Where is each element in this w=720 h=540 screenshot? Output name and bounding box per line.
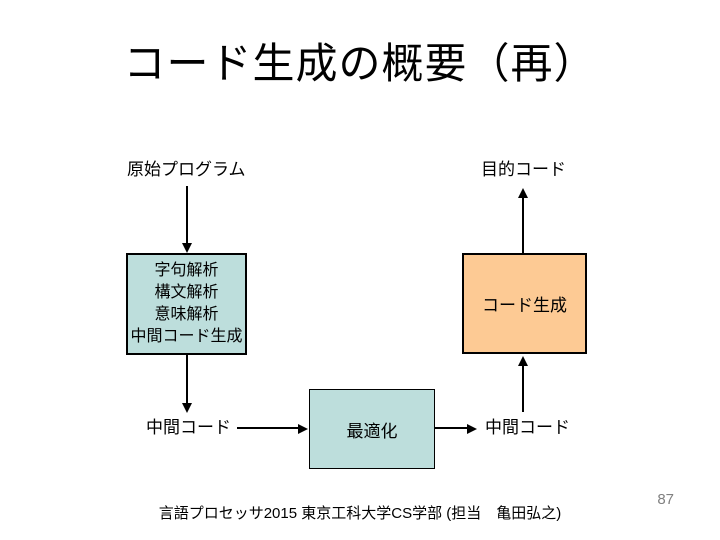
arrowhead-right-icon bbox=[467, 424, 477, 434]
label-target-code: 目的コード bbox=[481, 160, 566, 179]
page-number: 87 bbox=[657, 491, 674, 508]
label-source-program: 原始プログラム bbox=[127, 160, 246, 179]
arrow-frontend-to-intermediate bbox=[186, 355, 188, 404]
arrow-optimizer-to-intermediate bbox=[435, 427, 468, 429]
frontend-line-lexical: 字句解析 bbox=[154, 262, 219, 279]
frontend-line-semantic: 意味解析 bbox=[154, 306, 219, 323]
arrowhead-down-icon bbox=[182, 243, 192, 253]
arrow-intermediate-to-optimizer bbox=[237, 427, 299, 429]
codegen-label: コード生成 bbox=[482, 296, 567, 315]
arrowhead-up-icon bbox=[518, 188, 528, 198]
slide-title: コード生成の概要（再） bbox=[123, 40, 597, 87]
box-optimizer: 最適化 bbox=[309, 389, 435, 469]
arrow-codegen-to-target bbox=[522, 197, 524, 253]
optimizer-label: 最適化 bbox=[346, 421, 398, 441]
arrowhead-right-icon bbox=[298, 424, 308, 434]
arrow-source-to-frontend bbox=[186, 186, 188, 244]
label-intermediate-code-left: 中間コード bbox=[146, 418, 231, 437]
frontend-line-syntax: 構文解析 bbox=[154, 284, 219, 301]
box-codegen: コード生成 bbox=[462, 253, 587, 354]
arrow-intermediate-to-codegen bbox=[522, 365, 524, 412]
label-intermediate-code-right: 中間コード bbox=[485, 418, 570, 437]
footer-credit: 言語プロセッサ2015 東京工科大学CS学部 (担当 亀田弘之) bbox=[158, 505, 562, 522]
arrowhead-down-icon bbox=[182, 403, 192, 413]
arrowhead-up-icon bbox=[518, 356, 528, 366]
box-frontend-phases: 字句解析 構文解析 意味解析 中間コード生成 bbox=[126, 253, 247, 355]
frontend-line-intermediate-codegen: 中間コード生成 bbox=[130, 328, 243, 345]
